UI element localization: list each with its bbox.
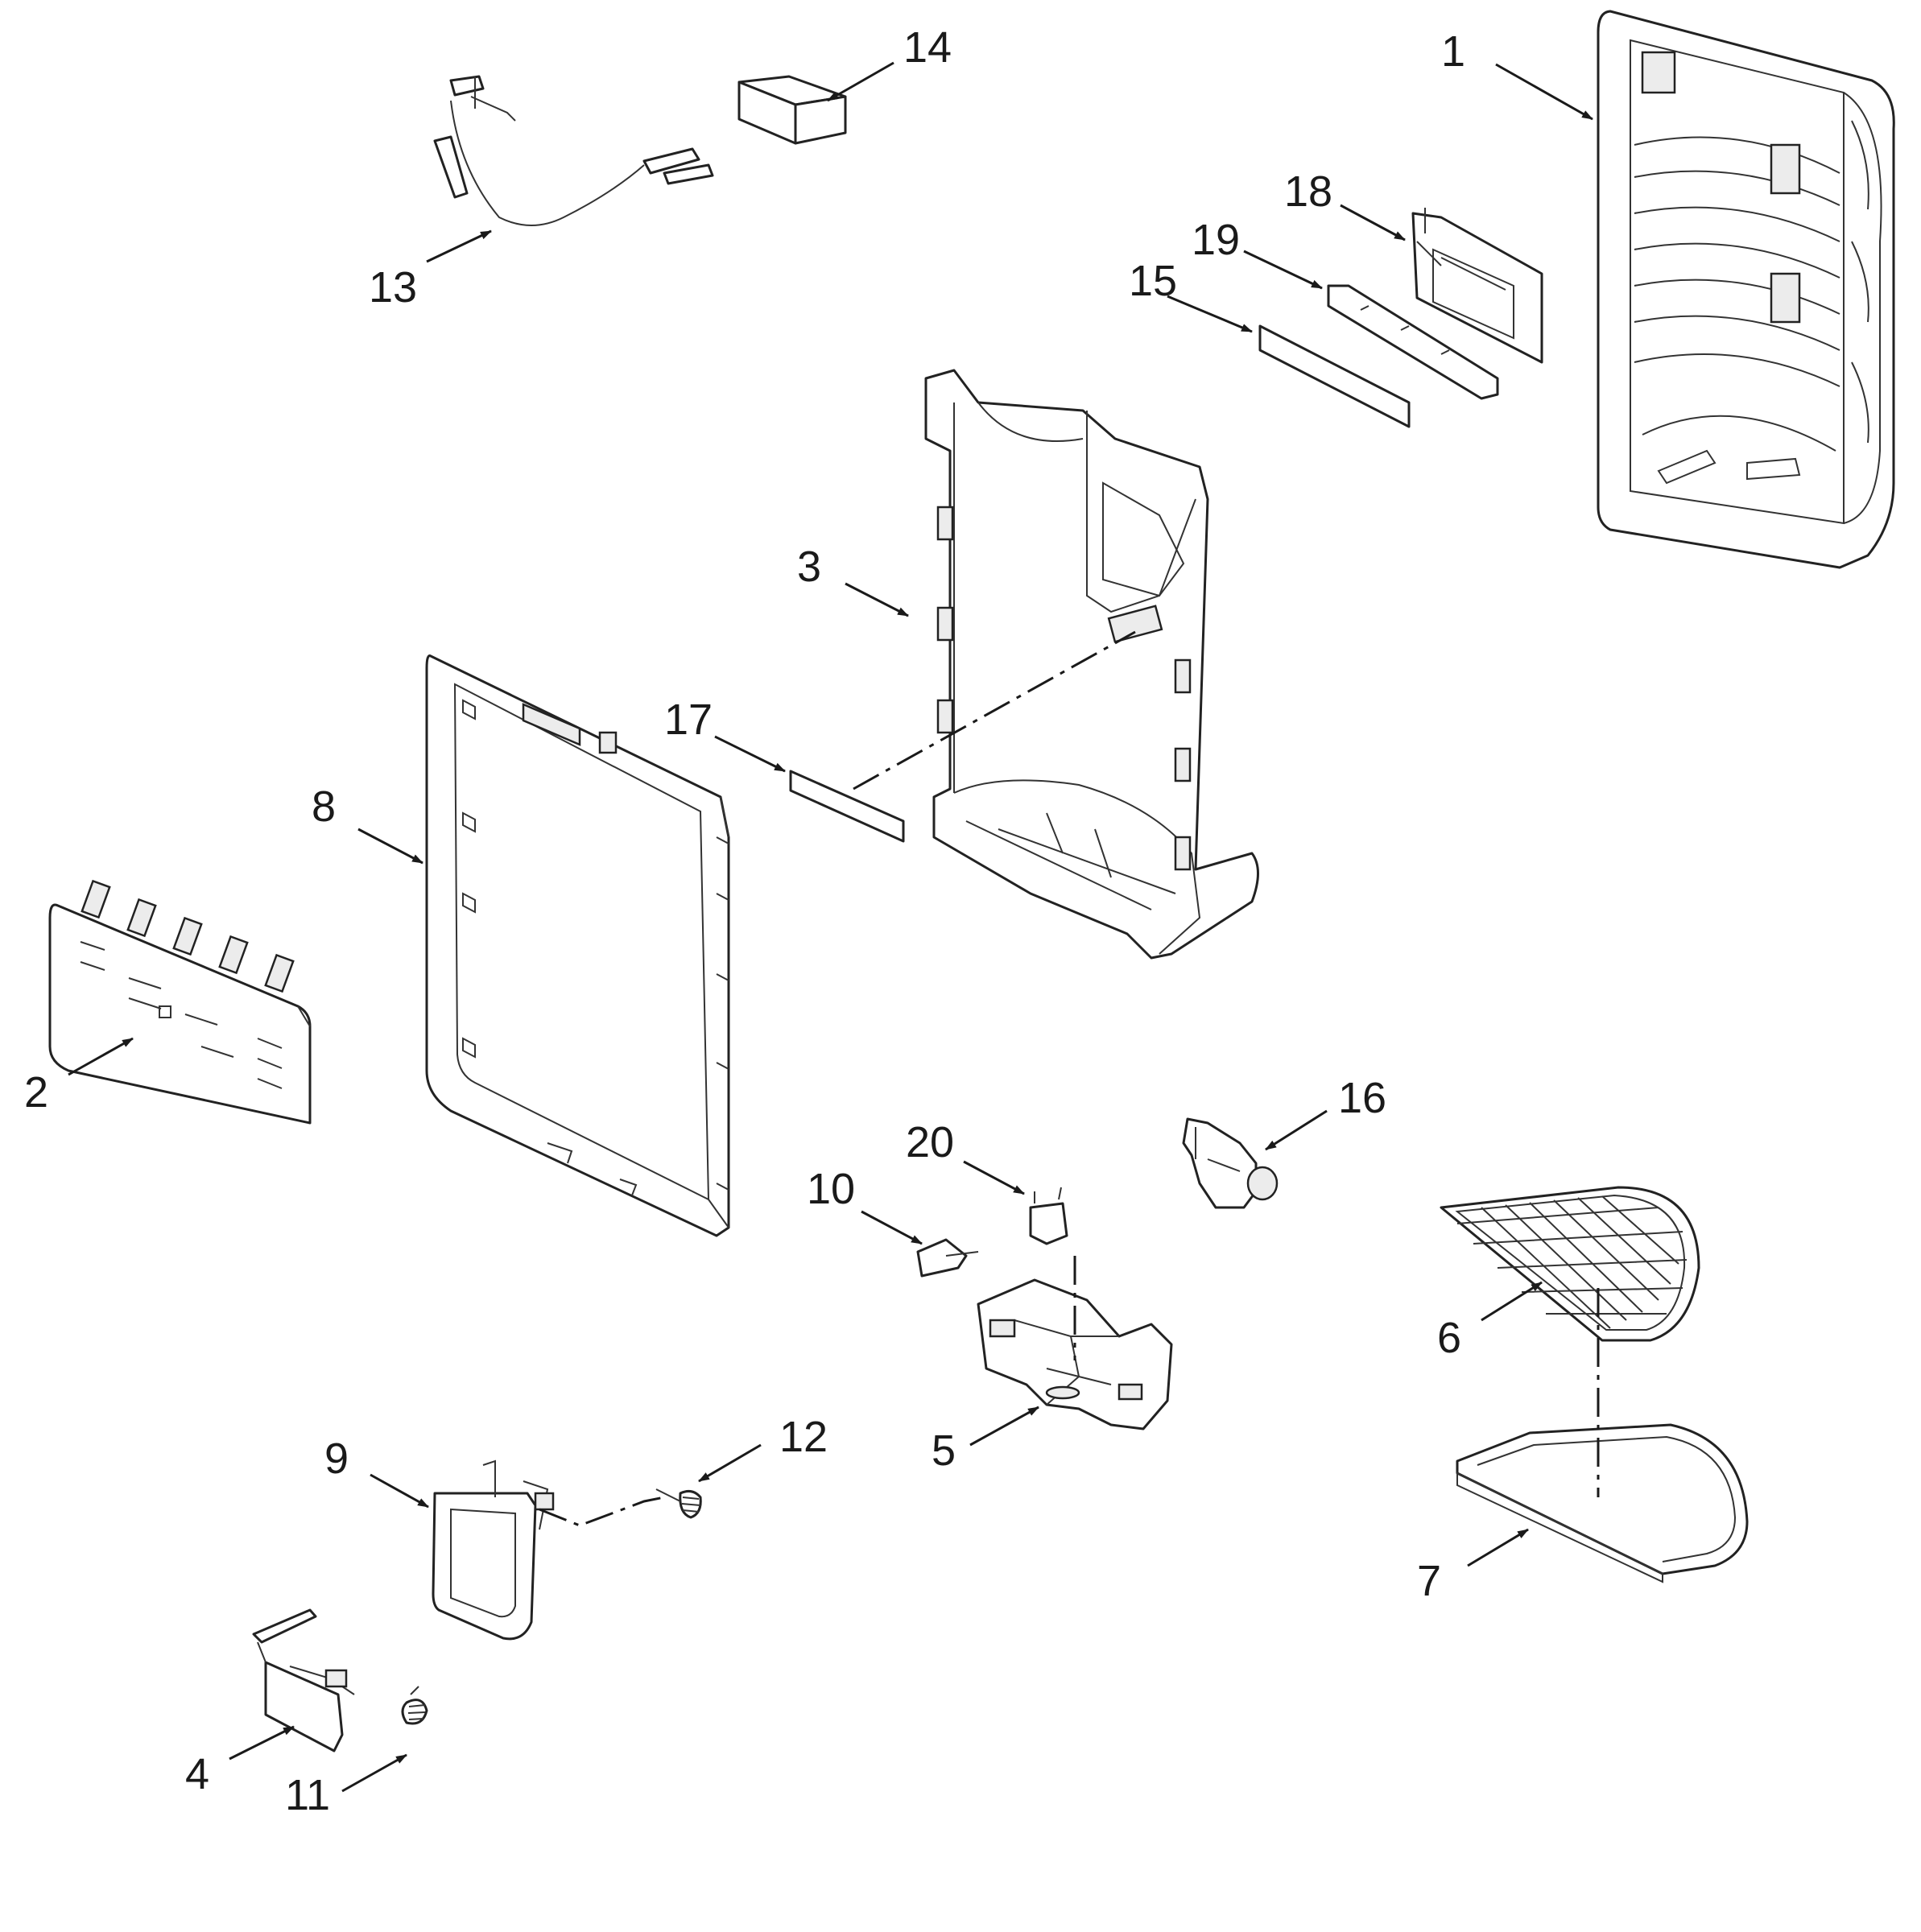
callout-14: 14 <box>903 23 952 72</box>
callout-12: 12 <box>779 1413 828 1461</box>
part-17-strip <box>789 770 905 843</box>
callout-8: 8 <box>312 782 336 831</box>
callout-17: 17 <box>664 696 713 744</box>
callout-2: 2 <box>24 1068 48 1117</box>
part-8-trim-frame <box>425 654 730 1237</box>
part-19-display-board <box>1327 284 1499 400</box>
part-9-ice-door <box>432 1459 555 1641</box>
callout-1: 1 <box>1441 27 1465 76</box>
part-18-control-board <box>1411 208 1543 364</box>
part-5-chute-bracket <box>977 1278 1173 1430</box>
part-14-foam-block <box>737 75 847 145</box>
callout-9: 9 <box>324 1435 349 1483</box>
callout-19: 19 <box>1192 216 1240 264</box>
callout-10: 10 <box>807 1165 855 1213</box>
part-20-clip <box>1029 1187 1068 1245</box>
callout-3: 3 <box>797 543 821 591</box>
callout-15: 15 <box>1129 257 1177 305</box>
part-4-actuator-paddle <box>252 1608 355 1752</box>
callout-16: 16 <box>1338 1074 1386 1122</box>
leader-arrows <box>68 61 1593 1793</box>
callout-11: 11 <box>285 1771 330 1819</box>
callout-5: 5 <box>932 1426 956 1475</box>
assembly-lines <box>539 630 1600 1527</box>
part-13-wire-harness <box>433 75 714 226</box>
callout-20: 20 <box>906 1118 954 1166</box>
part-10-switch <box>916 1238 979 1278</box>
callout-labels: 1 2 3 4 5 6 7 8 9 10 11 12 13 14 15 16 1… <box>24 23 1465 1819</box>
part-1-dispenser-housing <box>1597 10 1895 569</box>
part-16-solenoid <box>1182 1117 1279 1209</box>
callout-13: 13 <box>369 263 417 312</box>
part-12-torsion-spring <box>655 1488 702 1519</box>
callout-6: 6 <box>1437 1314 1461 1362</box>
part-6-drip-tray-grille <box>1440 1186 1700 1342</box>
callout-18: 18 <box>1284 167 1332 216</box>
callout-4: 4 <box>185 1750 209 1798</box>
part-11-spring <box>401 1686 428 1725</box>
part-7-drip-tray-base <box>1456 1423 1749 1583</box>
part-15-strip <box>1258 324 1411 428</box>
callout-7: 7 <box>1417 1557 1441 1605</box>
part-2-control-panel <box>48 879 312 1125</box>
part-3-dispenser-frame <box>924 369 1259 960</box>
